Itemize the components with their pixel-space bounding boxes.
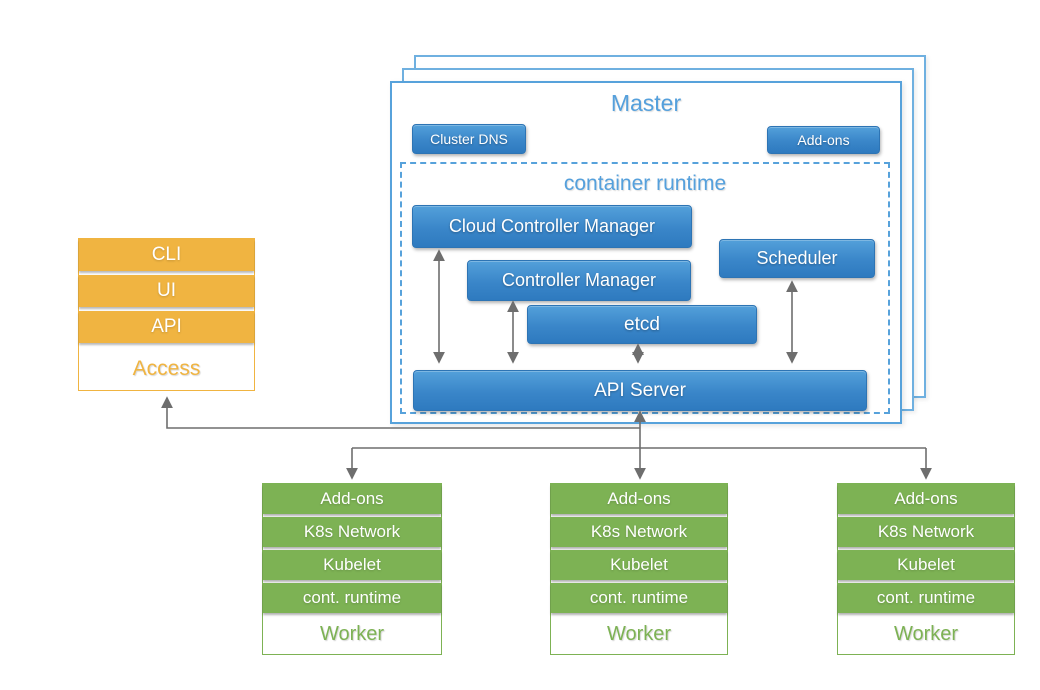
worker-node-1: Add-ons K8s Network Kubelet cont. runtim… (262, 483, 442, 655)
access-title: Access (132, 356, 201, 380)
worker3-addons-row: Add-ons (838, 484, 1014, 514)
controller-manager-box: Controller Manager (467, 260, 691, 301)
worker2-kubelet-label: Kubelet (610, 555, 668, 574)
worker-node-3: Add-ons K8s Network Kubelet cont. runtim… (837, 483, 1015, 655)
worker1-kubelet-row: Kubelet (263, 550, 441, 580)
etcd-label: etcd (624, 313, 660, 335)
access-row-cli: CLI (79, 239, 254, 271)
worker3-cont-runtime-row: cont. runtime (838, 583, 1014, 613)
ui-label: UI (157, 280, 176, 301)
worker3-addons-label: Add-ons (894, 489, 958, 508)
worker1-addons-label: Add-ons (320, 489, 384, 508)
container-runtime-region: container runtime Cloud Controller Manag… (400, 162, 890, 414)
worker3-k8s-network-label: K8s Network (877, 522, 975, 541)
scheduler-box: Scheduler (719, 239, 875, 278)
master-addons-box: Add-ons (767, 126, 880, 154)
worker3-kubelet-row: Kubelet (838, 550, 1014, 580)
worker2-kubelet-row: Kubelet (551, 550, 727, 580)
worker2-addons-label: Add-ons (607, 489, 671, 508)
worker1-cont-runtime-row: cont. runtime (263, 583, 441, 613)
worker2-k8s-network-row: K8s Network (551, 517, 727, 547)
cli-label: CLI (151, 244, 182, 265)
worker2-title: Worker (606, 622, 672, 645)
worker2-k8s-network-label: K8s Network (590, 522, 688, 541)
worker3-title: Worker (893, 622, 959, 645)
worker3-kubelet-label: Kubelet (897, 555, 955, 574)
cluster-dns-box: Cluster DNS (412, 124, 526, 154)
cluster-dns-label: Cluster DNS (430, 131, 508, 147)
container-runtime-title: container runtime (563, 172, 727, 195)
worker1-kubelet-label: Kubelet (323, 555, 381, 574)
cloud-controller-manager-box: Cloud Controller Manager (412, 205, 692, 248)
controller-manager-label: Controller Manager (501, 270, 657, 290)
master-addons-label: Add-ons (797, 132, 850, 148)
worker1-addons-row: Add-ons (263, 484, 441, 514)
worker-node-2: Add-ons K8s Network Kubelet cont. runtim… (550, 483, 728, 655)
worker1-k8s-network-row: K8s Network (263, 517, 441, 547)
api-label: API (151, 316, 182, 337)
worker3-k8s-network-row: K8s Network (838, 517, 1014, 547)
cloud-controller-manager-label: Cloud Controller Manager (448, 216, 656, 236)
access-row-api: API (79, 311, 254, 343)
access-node-box: CLI UI API Access (78, 238, 255, 391)
scheduler-label: Scheduler (756, 248, 838, 268)
api-server-box: API Server (413, 370, 867, 411)
worker3-cont-runtime-label: cont. runtime (876, 588, 976, 607)
worker2-cont-runtime-label: cont. runtime (589, 588, 689, 607)
worker1-cont-runtime-label: cont. runtime (302, 588, 402, 607)
etcd-box: etcd (527, 305, 757, 344)
worker1-title: Worker (319, 622, 385, 645)
worker2-addons-row: Add-ons (551, 484, 727, 514)
api-server-label: API Server (594, 379, 686, 401)
master-title: Master (610, 90, 682, 116)
master-node-box: Master Cluster DNS Add-ons container run… (390, 81, 902, 424)
worker1-k8s-network-label: K8s Network (303, 522, 401, 541)
worker2-cont-runtime-row: cont. runtime (551, 583, 727, 613)
access-row-ui: UI (79, 275, 254, 307)
